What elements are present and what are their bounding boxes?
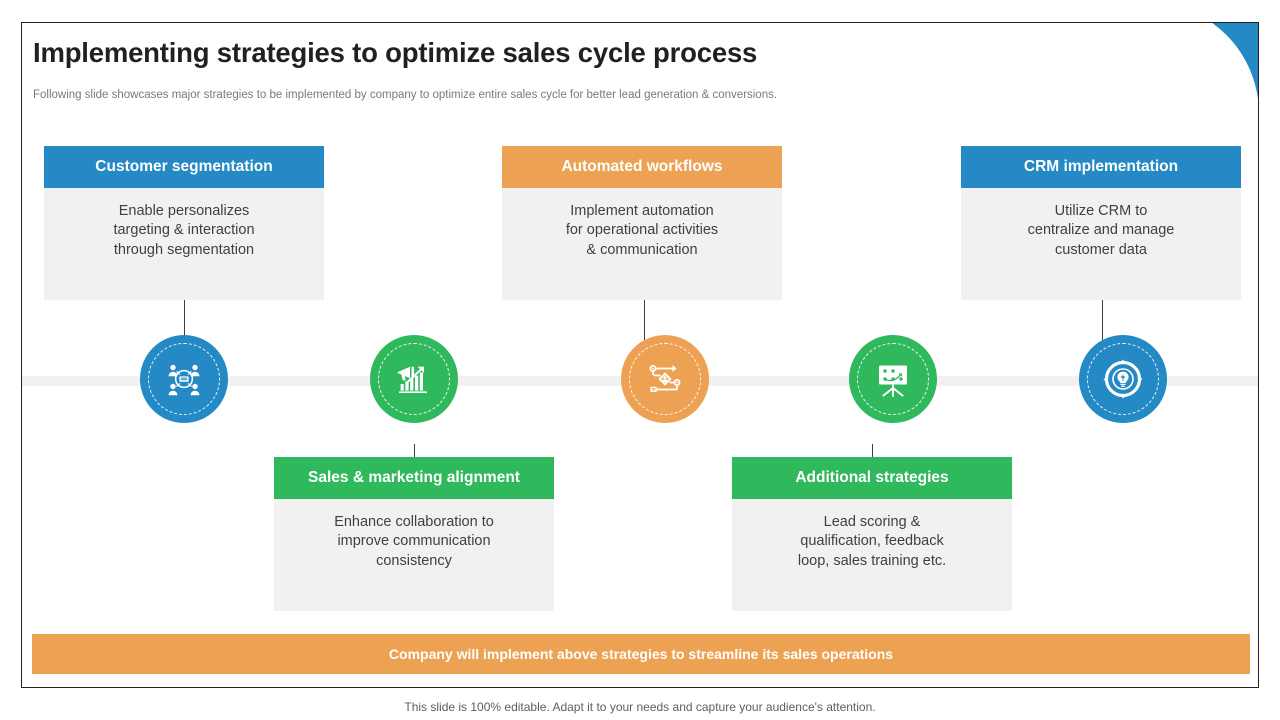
footer-note: This slide is 100% editable. Adapt it to… [404,700,876,714]
strategy-card-automated-workflows[interactable]: Automated workflows Implement automation… [502,146,782,300]
strategy-board-glyph [879,365,907,397]
card-body-text: Enhance collaboration to improve communi… [274,499,554,611]
banner-text: Company will implement above strategies … [388,646,894,662]
megaphone-bars-glyph [397,366,427,393]
page-subtitle: Following slide showcases major strategi… [33,89,778,101]
connector-line [644,300,645,358]
customer-segmentation-network-icon[interactable] [140,335,228,423]
strategy-card-additional-strategies[interactable]: Additional strategies Lead scoring & qua… [732,457,1012,611]
lightbulb-cycle-icon[interactable] [1079,335,1167,423]
strategy-card-crm-implementation[interactable]: CRM implementation Utilize CRM to centra… [961,146,1241,300]
connector-line [1102,300,1103,358]
connector-line [184,300,185,358]
card-body-text: Lead scoring & qualification, feedback l… [732,499,1012,611]
card-header-title: Customer segmentation [44,146,324,188]
card-header-title: Automated workflows [502,146,782,188]
decorative-corner-shape [1147,23,1258,114]
lightbulb-refresh-glyph [1103,359,1143,399]
dashed-ring-decoration [378,343,450,415]
workflow-diagram-icon[interactable] [621,335,709,423]
card-header-title: Sales & marketing alignment [274,457,554,499]
dashed-ring-decoration [629,343,701,415]
card-header-title: Additional strategies [732,457,1012,499]
bottom-banner: Company will implement above strategies … [32,634,1250,674]
card-body-text: Utilize CRM to centralize and manage cus… [961,188,1241,300]
dashed-ring-decoration [148,343,220,415]
slide-frame: Implementing strategies to optimize sale… [21,22,1259,688]
dashed-ring-decoration [857,343,929,415]
network-people-glyph [168,364,200,396]
page-title: Implementing strategies to optimize sale… [33,37,758,68]
card-body-text: Enable personalizes targeting & interact… [44,188,324,300]
megaphone-growth-chart-icon[interactable] [370,335,458,423]
card-body-text: Implement automation for operational act… [502,188,782,300]
flowchart-glyph [649,364,681,392]
strategy-card-sales-marketing-alignment[interactable]: Sales & marketing alignment Enhance coll… [274,457,554,611]
strategy-card-customer-segmentation[interactable]: Customer segmentation Enable personalize… [44,146,324,300]
dashed-ring-decoration [1087,343,1159,415]
card-header-title: CRM implementation [961,146,1241,188]
presentation-board-icon[interactable] [849,335,937,423]
